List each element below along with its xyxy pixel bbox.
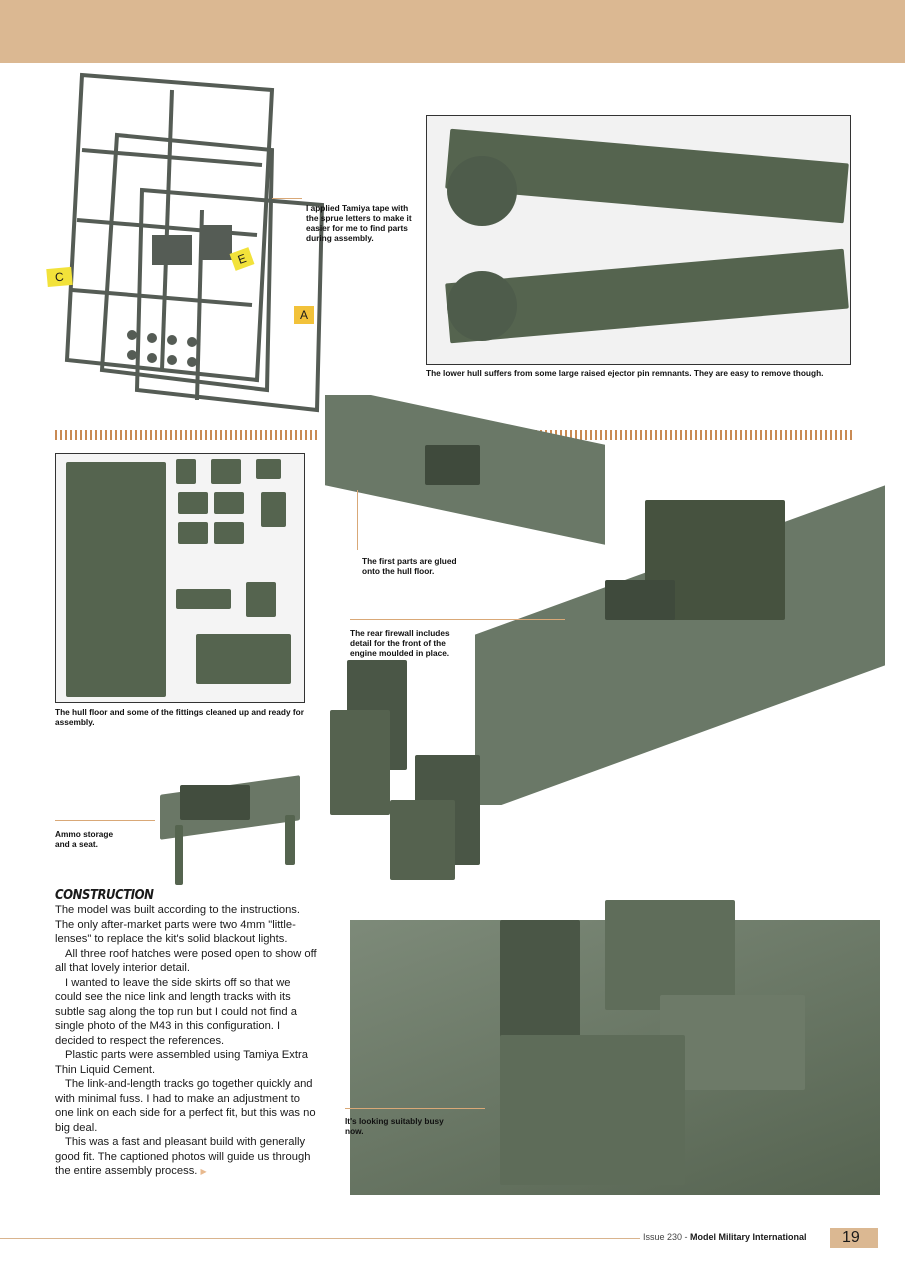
callout-line <box>272 198 302 199</box>
continue-arrow-icon: ▶ <box>200 1167 207 1176</box>
callout-line <box>357 490 358 550</box>
sprue-photo: C E A <box>42 70 382 420</box>
paragraph: The link-and-length tracks go together q… <box>55 1078 316 1134</box>
callout-line <box>350 619 565 620</box>
callout-line <box>345 1108 485 1109</box>
caption-ammo: Ammo storage and a seat. <box>55 829 114 849</box>
paragraph: All three roof hatches were posed open t… <box>55 947 317 975</box>
paragraph-text: This was a fast and pleasant build with … <box>55 1136 311 1177</box>
page-number: 19 <box>830 1228 878 1248</box>
magazine-name: Model Military International <box>690 1232 807 1242</box>
issue-label: Issue 230 - <box>643 1232 691 1242</box>
caption-hull-floor: The hull floor and some of the fittings … <box>55 707 304 727</box>
paragraph: The model was built according to the ins… <box>55 904 301 945</box>
firewall-photo <box>455 470 885 805</box>
footer-text: Issue 230 - Model Military International <box>643 1232 807 1242</box>
ammo-racks-photo <box>315 655 505 880</box>
hull-floor-photo <box>55 453 305 703</box>
section-heading: CONSTRUCTION <box>55 888 154 903</box>
divider-right <box>480 430 852 440</box>
sprue-illustration <box>64 72 325 413</box>
first-parts-photo <box>315 395 610 560</box>
caption-firewall: The rear firewall includes detail for th… <box>350 628 450 658</box>
caption-sprue: I applied Tamiya tape with the sprue let… <box>306 203 412 243</box>
caption-busy: It's looking suitably busy now. <box>345 1116 444 1136</box>
footer-rule <box>0 1238 640 1239</box>
divider-left <box>55 430 317 440</box>
paragraph: Plastic parts were assembled using Tamiy… <box>55 1049 308 1076</box>
paragraph: This was a fast and pleasant build with … <box>55 1135 317 1180</box>
caption-first-parts: The first parts are glued onto the hull … <box>362 556 457 576</box>
lower-hull-photo <box>426 115 851 365</box>
callout-line <box>55 820 155 821</box>
article-body: The model was built according to the ins… <box>55 903 317 1180</box>
sprue-label-a: A <box>294 306 315 324</box>
seat-photo <box>160 770 300 890</box>
interior-busy-photo <box>350 860 880 1195</box>
sprue-label-c: C <box>46 266 73 288</box>
caption-lower-hull: The lower hull suffers from some large r… <box>426 368 824 378</box>
header-band <box>0 0 905 63</box>
paragraph: I wanted to leave the side skirts off so… <box>55 976 297 1047</box>
